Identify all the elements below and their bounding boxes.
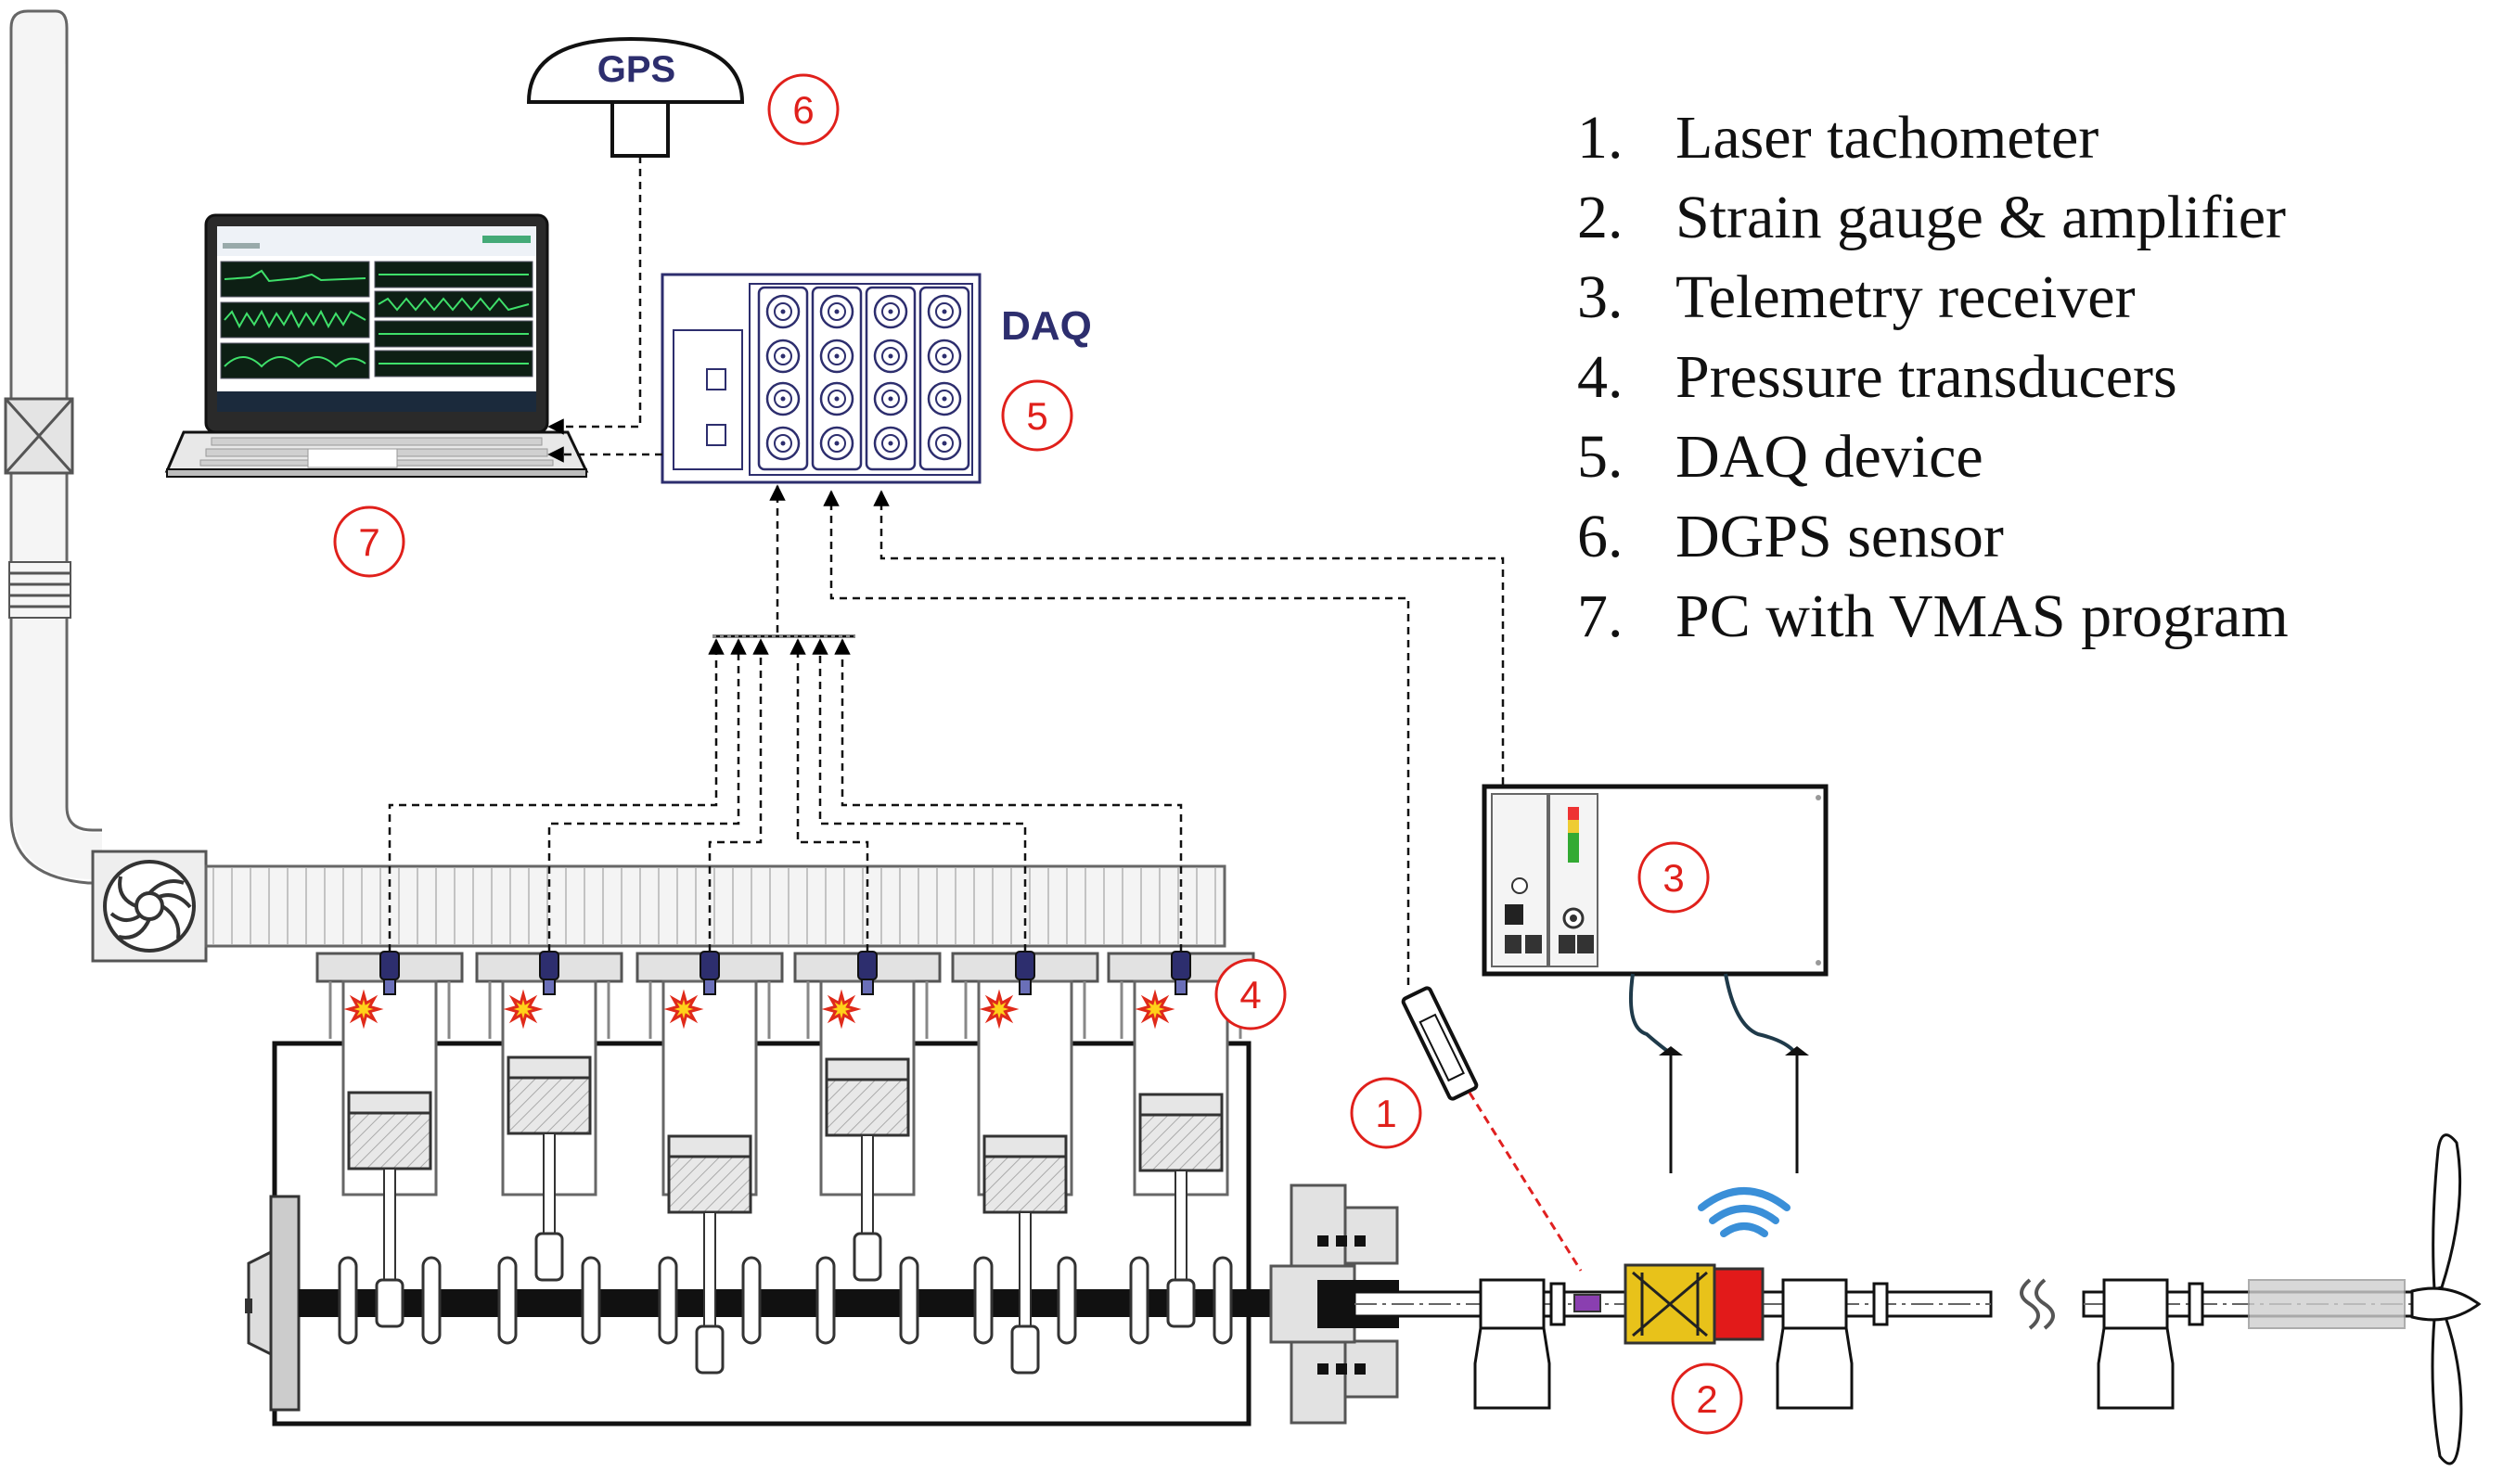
propeller-icon <box>2410 1133 2482 1465</box>
cylinder-5 <box>951 951 1099 1375</box>
daq-channel-card <box>757 286 809 471</box>
svg-text:5.: 5. <box>1577 423 1624 491</box>
pressure-transducer-icon <box>857 951 878 995</box>
legend-item: 6. DGPS sensor <box>1577 503 2004 570</box>
svg-text:4.: 4. <box>1577 343 1624 411</box>
turbocharger-icon <box>91 850 208 963</box>
daq-channel-card <box>918 286 970 471</box>
wifi-icon <box>1698 1187 1791 1237</box>
laser-tachometer-icon <box>1401 986 1583 1272</box>
marker-4: 4 <box>1214 958 1287 1030</box>
shaft-bearing <box>1776 1278 1854 1410</box>
pressure-sensor-wires <box>388 638 1183 952</box>
combustion-spark-icon <box>1135 989 1175 1030</box>
svg-text:6: 6 <box>792 88 814 132</box>
svg-text:DAQ device: DAQ device <box>1675 423 1983 491</box>
daq-channel-card <box>865 286 917 471</box>
combustion-spark-icon <box>503 989 544 1030</box>
wire-transducer-4 <box>789 638 869 952</box>
wire-gps-to-pc <box>547 156 642 435</box>
svg-text:3.: 3. <box>1577 263 1624 331</box>
shaft-bearings <box>1473 1278 2175 1410</box>
pressure-transducer-icon <box>700 951 720 995</box>
legend-item: 1. Laser tachometer <box>1577 104 2099 172</box>
pressure-transducer-icon <box>539 951 559 995</box>
laptop-pc <box>164 213 589 478</box>
cylinder-2 <box>475 951 623 1345</box>
gps-label: GPS <box>597 49 675 90</box>
strain-gauge-icon <box>1573 1263 1716 1345</box>
exhaust-manifold <box>204 864 1226 948</box>
cylinders <box>315 951 1255 1375</box>
shaft-bearing <box>1473 1278 1551 1410</box>
marker-1: 1 <box>1350 1077 1422 1149</box>
wire-receiver-to-daq <box>873 490 1505 785</box>
combustion-spark-icon <box>979 989 1020 1030</box>
marker-7: 7 <box>333 505 405 578</box>
daq-label: DAQ <box>1001 303 1092 349</box>
svg-text:6.: 6. <box>1577 503 1624 570</box>
amplifier-box <box>1713 1267 1765 1341</box>
svg-text:5: 5 <box>1026 394 1047 438</box>
wire-transducer-6 <box>834 638 1183 952</box>
coupling-flange <box>1249 1183 1399 1425</box>
daq-device: DAQ <box>661 273 1092 484</box>
svg-text:2.: 2. <box>1577 184 1624 251</box>
svg-text:1: 1 <box>1375 1092 1396 1135</box>
svg-text:Laser tachometer: Laser tachometer <box>1675 104 2099 172</box>
legend-item: 7. PC with VMAS program <box>1577 582 2289 650</box>
marker-6: 6 <box>767 73 840 146</box>
legend-item: 3. Telemetry receiver <box>1577 263 2136 331</box>
crankshaft <box>299 1289 1273 1317</box>
legend-item: 2. Strain gauge & amplifier <box>1577 184 2286 251</box>
svg-text:2: 2 <box>1696 1377 1717 1421</box>
cylinder-1 <box>315 951 464 1345</box>
combustion-spark-icon <box>663 989 704 1030</box>
svg-text:1.: 1. <box>1577 104 1624 172</box>
pressure-transducer-icon <box>1171 951 1191 995</box>
combustion-spark-icon <box>343 989 384 1030</box>
svg-text:7.: 7. <box>1577 582 1624 650</box>
wire-transducer-3 <box>708 638 769 952</box>
combustion-spark-icon <box>821 989 862 1030</box>
svg-text:Pressure transducers: Pressure transducers <box>1675 343 2177 411</box>
svg-text:PC with VMAS program: PC with VMAS program <box>1675 582 2289 650</box>
svg-text:Telemetry receiver: Telemetry receiver <box>1675 263 2136 331</box>
pressure-transducer-icon <box>1015 951 1035 995</box>
receiver-antenna-icon <box>1659 1046 1809 1173</box>
exhaust-bellows-icon <box>8 561 71 619</box>
telemetry-receiver <box>1482 784 1829 1173</box>
marker-5: 5 <box>1001 379 1073 452</box>
shaft-bearing <box>2097 1278 2175 1410</box>
legend-item: 5. DAQ device <box>1577 423 1983 491</box>
svg-text:3: 3 <box>1662 856 1684 900</box>
exhaust-valve-icon <box>4 397 74 475</box>
daq-channel-card <box>811 286 863 471</box>
signal-wires <box>547 156 1505 985</box>
number-markers: 1 2 3 4 5 6 7 <box>333 73 1743 1435</box>
laser-beam <box>1468 1092 1583 1272</box>
shaft-break-icon <box>2020 1278 2055 1330</box>
wire-transducer-2 <box>547 638 747 952</box>
cylinder-4 <box>793 951 942 1345</box>
marker-2: 2 <box>1671 1362 1743 1435</box>
legend-item: 4. Pressure transducers <box>1577 343 2177 411</box>
flywheel-icon <box>245 1195 301 1412</box>
gps-antenna: GPS <box>526 36 745 158</box>
legend: 1. Laser tachometer 2. Strain gauge & ampli… <box>1577 104 2289 650</box>
wire-laser-to-daq <box>823 490 1410 985</box>
svg-text:4: 4 <box>1239 973 1261 1017</box>
cylinder-3 <box>635 951 784 1375</box>
svg-text:DGPS sensor: DGPS sensor <box>1675 503 2004 570</box>
pressure-transducer-icon <box>379 951 400 995</box>
cylinder-6 <box>1107 951 1255 1345</box>
stern-tube <box>2248 1279 2406 1329</box>
shaft-couplings <box>1549 1282 2204 1326</box>
marker-3: 3 <box>1637 841 1710 914</box>
svg-text:Strain gauge & amplifier: Strain gauge & amplifier <box>1675 184 2286 251</box>
svg-text:7: 7 <box>358 520 379 564</box>
